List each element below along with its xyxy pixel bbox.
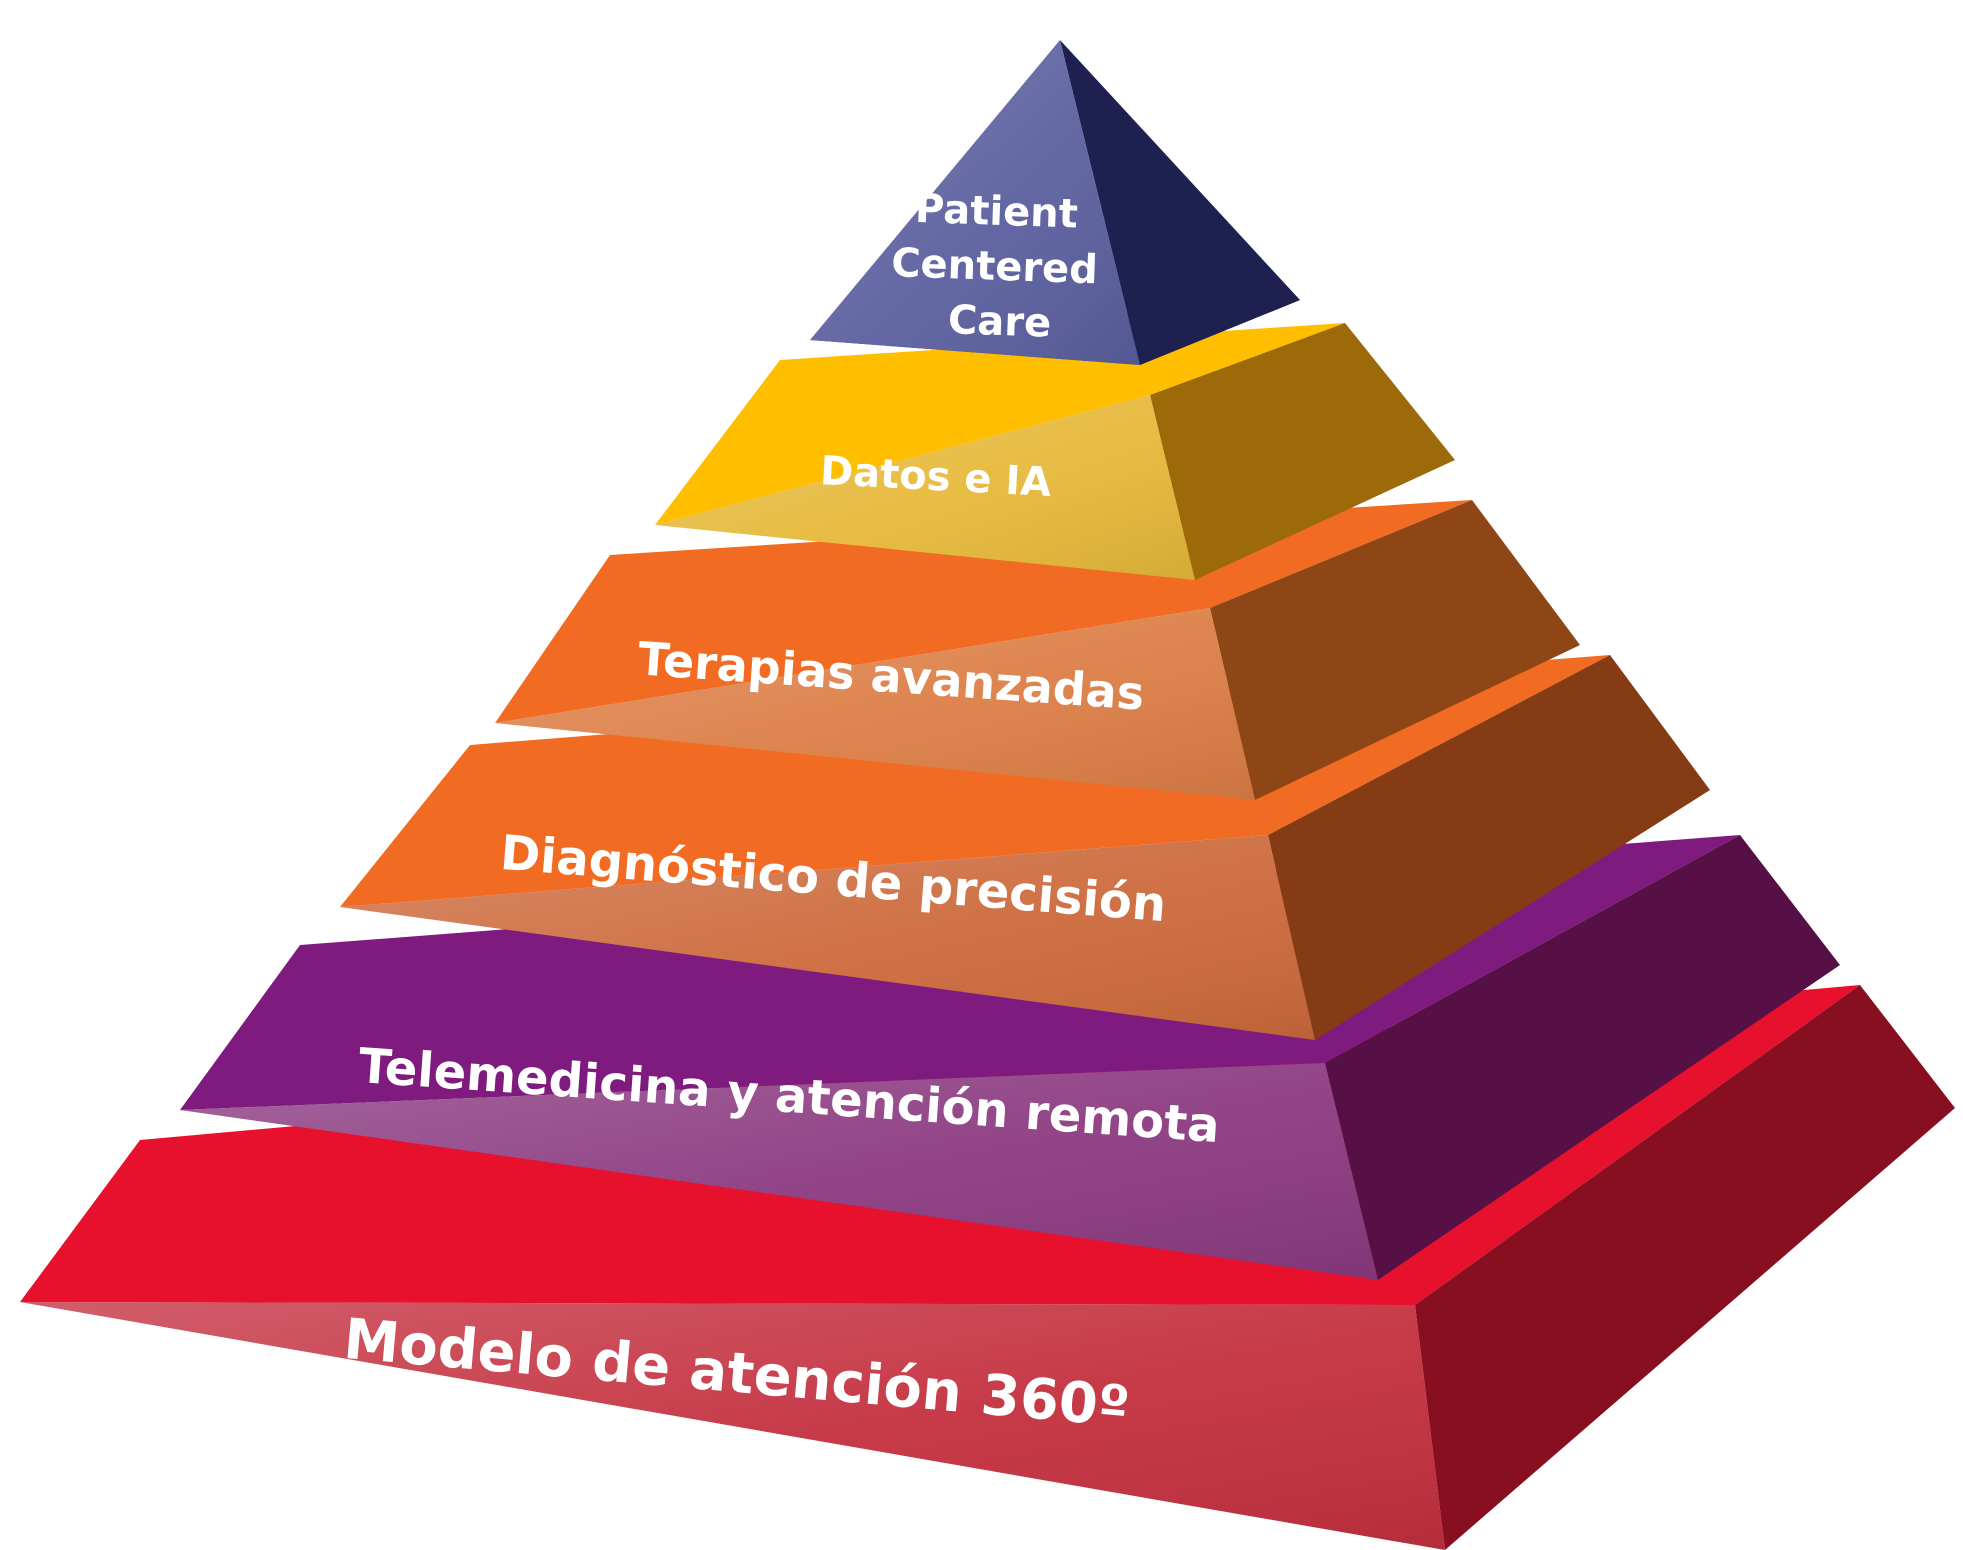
tier-diagnostico-sheen — [340, 835, 1315, 1040]
tier-terapias-sheen — [495, 608, 1255, 800]
tier-datos-side — [1150, 323, 1455, 580]
tier-terapias-side — [1210, 500, 1580, 800]
tier-telemedicina-side — [1325, 835, 1840, 1280]
tier-telemedicina-sheen — [180, 1063, 1378, 1280]
tier-datos-sheen — [655, 395, 1195, 580]
tier-modelo-360-side — [1415, 985, 1955, 1550]
tier-datos-top — [655, 323, 1345, 525]
tier-patient-centered-care: Patient Centered Care — [810, 40, 1300, 365]
tier-diagnostico-side — [1268, 655, 1710, 1040]
tier-datos: Datos e IA — [655, 323, 1455, 580]
tier-patient-centered-care-sheen — [810, 40, 1140, 365]
tier-terapias: Terapias avanzadas — [495, 500, 1580, 800]
tier-modelo-360-sheen — [20, 1302, 1445, 1550]
tier-patient-centered-care-label: Patient Centered Care — [889, 185, 1115, 349]
